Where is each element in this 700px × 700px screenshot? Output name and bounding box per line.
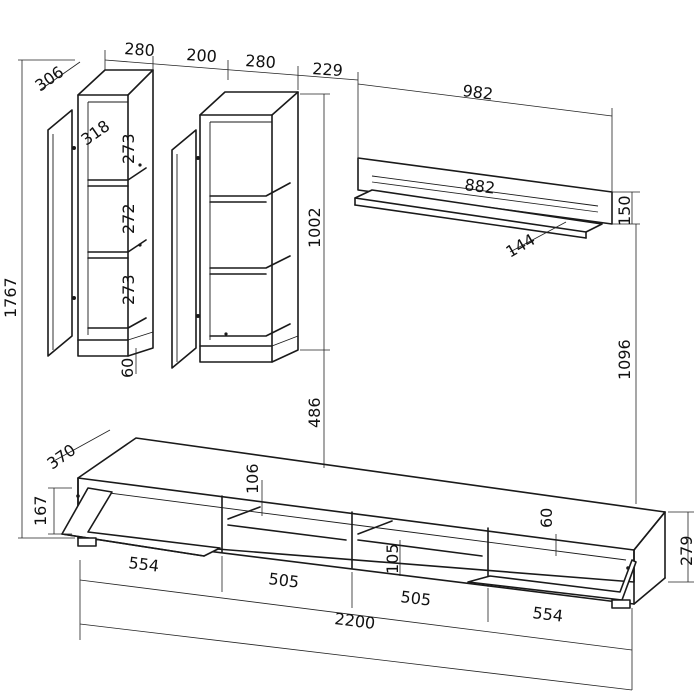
dim-wall-shelf-inner: 882 bbox=[464, 175, 497, 198]
dim-compartment-middle: 272 bbox=[119, 203, 138, 234]
dim-base-depth: 370 bbox=[43, 440, 79, 473]
dim-base-total-width: 2200 bbox=[334, 609, 377, 633]
dim-base-section-2: 505 bbox=[268, 569, 301, 592]
wall-shelf bbox=[354, 157, 613, 239]
dim-cabinet-depth: 306 bbox=[31, 62, 67, 95]
base-unit bbox=[61, 437, 666, 609]
dim-tall-cabinet-width-2: 280 bbox=[245, 51, 277, 72]
dim-base-section-height: 105 bbox=[383, 543, 402, 574]
tall-cabinet-left bbox=[47, 69, 154, 357]
dim-shelf-offset: 229 bbox=[312, 59, 344, 80]
dimension-lines bbox=[18, 50, 694, 691]
dim-base-plinth: 60 bbox=[537, 508, 556, 528]
dim-cabinet-height: 1002 bbox=[305, 207, 324, 248]
dim-base-section-4: 554 bbox=[532, 603, 565, 626]
dim-base-section-1: 554 bbox=[128, 553, 161, 576]
dim-tall-cabinet-gap: 200 bbox=[186, 45, 218, 66]
dim-wall-shelf-width: 982 bbox=[462, 81, 495, 104]
dim-wall-shelf-depth: 144 bbox=[503, 230, 539, 262]
tall-cabinet-right bbox=[171, 91, 299, 369]
dim-total-height: 1767 bbox=[1, 277, 20, 318]
dimension-labels: 280 200 280 229 306 318 273 272 273 60 1… bbox=[1, 39, 696, 633]
dim-base-height: 279 bbox=[677, 535, 696, 566]
dim-base-front-height: 167 bbox=[31, 495, 50, 526]
dim-shelf-to-floor: 1096 bbox=[615, 339, 634, 380]
dim-base-inner-height: 106 bbox=[243, 463, 262, 494]
dim-base-section-3: 505 bbox=[400, 587, 433, 610]
dim-compartment-top: 273 bbox=[119, 133, 138, 164]
dim-cabinet-to-base: 486 bbox=[305, 397, 324, 428]
dim-compartment-bottom: 273 bbox=[119, 274, 138, 305]
dim-wall-shelf-height: 150 bbox=[615, 195, 634, 226]
dim-tall-cabinet-width: 280 bbox=[124, 39, 156, 60]
dim-plinth-height: 60 bbox=[118, 358, 137, 378]
